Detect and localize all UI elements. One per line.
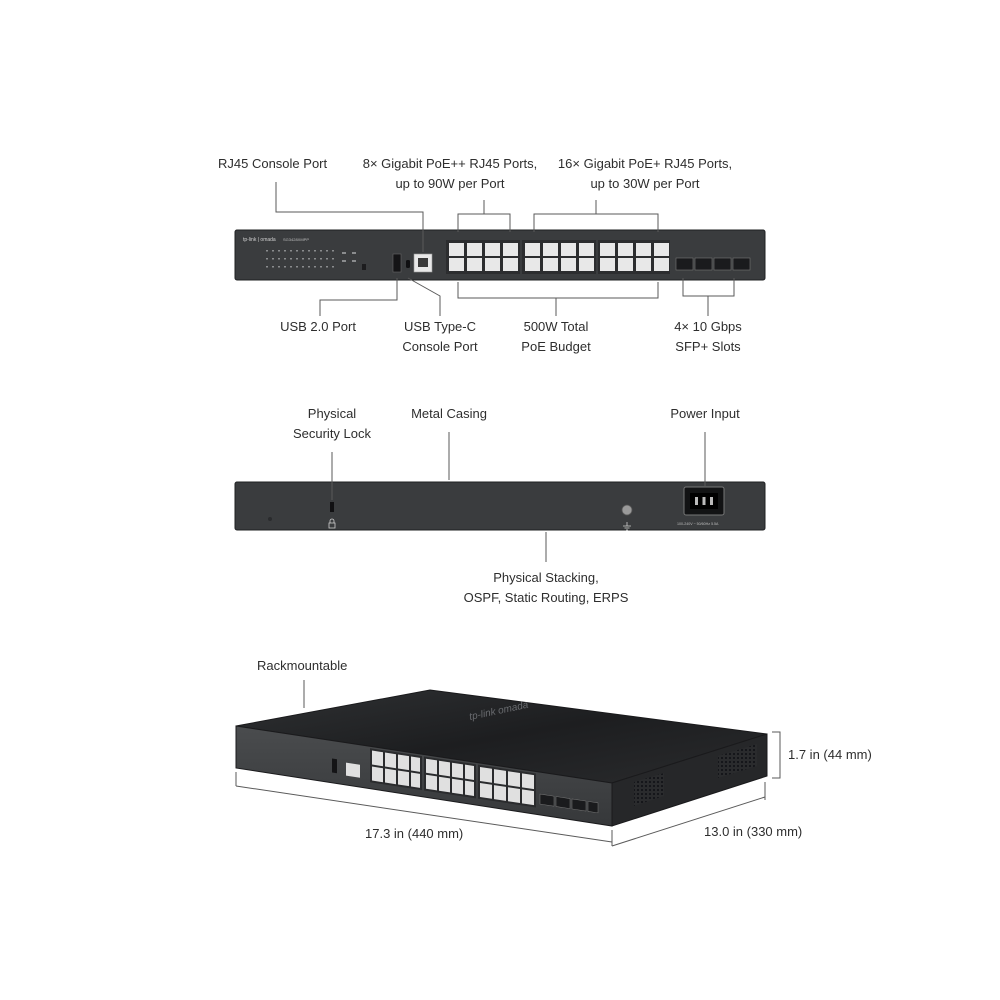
label-metal-casing: Metal Casing (411, 406, 487, 421)
usb2-port (392, 253, 402, 273)
label-width: 17.3 in (440 mm) (365, 826, 464, 841)
rear-chassis (234, 481, 766, 531)
label-poe-budget-line2: PoE Budget (521, 339, 591, 354)
label-usbc: USB Type-C Console Port (390, 317, 490, 357)
label-features-line2: OSPF, Static Routing, ERPS (463, 590, 629, 605)
label-height: 1.7 in (44 mm) (788, 747, 872, 762)
label-usbc-line2: Console Port (402, 339, 478, 354)
front-panel: tp-link | omada SG3428XMPP (234, 229, 766, 281)
label-security-lock-line2: Security Lock (292, 426, 372, 441)
front-model-text: SG3428XMPP (283, 237, 309, 242)
label-usbc-line1: USB Type-C (403, 319, 476, 334)
label-poe-plus-line2: up to 30W per Port (590, 176, 700, 191)
label-sfp: 4× 10 Gbps SFP+ Slots (658, 317, 758, 357)
front-callout-lines (275, 182, 735, 316)
rear-panel: 100-240V ~ 50/60Hz 5.5A (234, 481, 766, 531)
label-power-input: Power Input (670, 406, 740, 421)
label-poe-plus-plus-line1: 8× Gigabit PoE++ RJ45 Ports, (362, 156, 538, 171)
power-rating-text: 100-240V ~ 50/60Hz 5.5A (677, 522, 719, 526)
label-rj45-console: RJ45 Console Port (218, 156, 328, 171)
dimension-lines (235, 680, 781, 847)
perspective-switch: tp-link omada (235, 689, 768, 827)
label-poe-plus: 16× Gigabit PoE+ RJ45 Ports, up to 30W p… (548, 154, 742, 194)
security-lock-slot (330, 502, 334, 512)
front-brand-text: tp-link | omada (243, 237, 276, 243)
lock-icon (328, 518, 336, 529)
poe-plus-plus-ports (446, 240, 520, 274)
label-usb2: USB 2.0 Port (280, 319, 356, 334)
ground-screw-left (268, 517, 272, 521)
ground-icon (623, 522, 631, 531)
led-indicators (266, 250, 356, 268)
label-poe-budget-line1: 500W Total (523, 319, 589, 334)
label-poe-budget: 500W Total PoE Budget (506, 317, 606, 357)
usbc-port (406, 260, 410, 268)
label-features-line1: Physical Stacking, (493, 570, 599, 585)
label-depth: 13.0 in (330 mm) (704, 824, 803, 839)
poe-plus-ports (522, 240, 670, 274)
label-rackmountable: Rackmountable (257, 658, 348, 673)
label-poe-plus-plus: 8× Gigabit PoE++ RJ45 Ports, up to 90W p… (355, 154, 545, 194)
label-features: Physical Stacking, OSPF, Static Routing,… (446, 568, 646, 608)
sfp-slots (675, 257, 751, 271)
label-security-lock: Physical Security Lock (272, 404, 392, 444)
label-security-lock-line1: Physical (307, 406, 357, 421)
label-poe-plus-plus-line2: up to 90W per Port (395, 176, 505, 191)
ground-screw (621, 504, 633, 516)
rear-callout-lines (331, 432, 706, 562)
label-sfp-line2: SFP+ Slots (675, 339, 741, 354)
side-vent-1 (634, 773, 664, 806)
label-sfp-line1: 4× 10 Gbps (674, 319, 742, 334)
side-vent-2 (718, 744, 757, 778)
label-poe-plus-line1: 16× Gigabit PoE+ RJ45 Ports, (557, 156, 733, 171)
reset-button (362, 264, 366, 270)
